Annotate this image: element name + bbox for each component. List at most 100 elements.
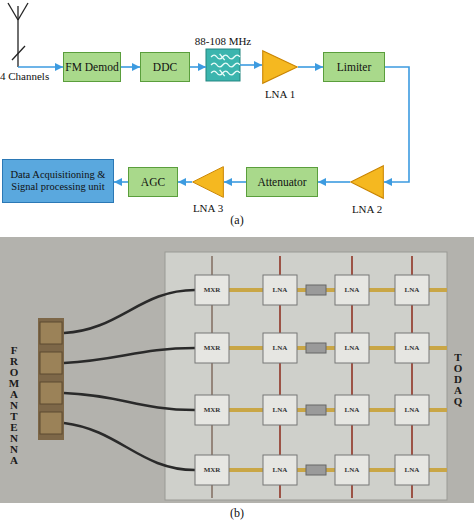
component-label: LNA (405, 406, 420, 414)
filter-stop (220, 70, 225, 76)
component-label: LNA (273, 406, 288, 414)
amplifier-triangle-fill (351, 166, 384, 199)
amplifier-module (335, 395, 369, 425)
metal-plate (165, 252, 447, 500)
bandpass-filter-outline (206, 49, 240, 81)
antenna-arm (8, 3, 18, 20)
antenna-arm (18, 3, 28, 20)
component-label: LNA (345, 344, 360, 352)
process-box: Limiter (323, 52, 385, 82)
connector (40, 352, 62, 374)
mixer-module (195, 275, 229, 305)
coax-cable (64, 393, 195, 410)
amplifier-label: LNA 2 (352, 203, 382, 215)
box-label: Limiter (337, 61, 372, 74)
component-label: LNA (273, 344, 288, 352)
filter-wave (211, 55, 240, 59)
channel-note: 4 Channels (0, 70, 49, 82)
amplifier-module (263, 455, 297, 485)
amplifier-triangle-outline (262, 50, 298, 84)
component-label: LNA (345, 286, 360, 294)
filter-body (206, 49, 240, 81)
component-label: LNA (345, 406, 360, 414)
amplifier-label: LNA 3 (193, 202, 223, 214)
module-boxes (195, 275, 429, 485)
filter-cylinder (306, 405, 326, 415)
signal-wire (18, 66, 63, 68)
coax-cable (64, 290, 195, 333)
connector-block (38, 318, 64, 440)
component-label: LNA (405, 344, 420, 352)
band-label: 88-108 MHz (195, 35, 252, 47)
process-box: Data Acquisitioning & Signal processing … (2, 159, 114, 203)
connector (40, 412, 62, 434)
amplifier-module (395, 455, 429, 485)
port-label: FROM ANTENNA (8, 345, 20, 466)
amplifier-module (335, 275, 369, 305)
filter-cylinder (306, 465, 326, 475)
mixer-module (195, 333, 229, 363)
component-label: LNA (405, 286, 420, 294)
component-label: LNA (273, 466, 288, 474)
filter-wave (211, 63, 240, 67)
filter-cylinder (306, 343, 326, 353)
filter-cylinder (306, 285, 326, 295)
subfigure-label: (a) (230, 213, 243, 228)
component-label: MXR (204, 344, 221, 352)
coax-cable (64, 423, 195, 470)
box-label: DDC (153, 61, 177, 74)
signal-arrow (224, 181, 246, 183)
amplifier-triangle: LNA 1 (262, 50, 298, 84)
mixer-module (195, 395, 229, 425)
signal-arrow (384, 67, 409, 182)
signal-arrow (190, 66, 206, 68)
amplifier-label: LNA 1 (265, 88, 295, 100)
amplifier-module (395, 395, 429, 425)
component-label: MXR (204, 406, 221, 414)
photo-background (0, 237, 474, 503)
antenna-symbol (8, 3, 28, 67)
bus-slash (12, 46, 25, 60)
component-label: MXR (204, 466, 221, 474)
amplifier-triangle-outline (350, 165, 384, 199)
amplifier-module (263, 333, 297, 363)
filter-wave (211, 71, 240, 75)
subfigure-label: (b) (230, 506, 244, 521)
signal-arrow (298, 66, 323, 68)
amplifier-triangle: LNA 3 (192, 166, 224, 198)
mixer-module (195, 455, 229, 485)
rf-chain (229, 285, 447, 475)
antenna-mast (17, 6, 18, 67)
signal-arrow (114, 181, 128, 183)
process-box: DDC (140, 52, 190, 82)
port-label: TO DAQ (452, 352, 464, 407)
amplifier-module (335, 333, 369, 363)
amplifier-triangle-outline (192, 166, 224, 198)
coax-cable (64, 348, 195, 363)
box-label: Attenuator (257, 176, 306, 189)
amplifier-triangle-fill (263, 51, 298, 84)
process-box: Attenuator (246, 167, 318, 197)
component-label: MXR (204, 286, 221, 294)
component-label: LNA (345, 466, 360, 474)
bandpass-filter: 88-108 MHz (206, 49, 240, 81)
process-box: FM Demod (63, 52, 121, 82)
amplifier-module (263, 275, 297, 305)
box-label: Data Acquisitioning & Signal processing … (5, 169, 111, 193)
component-label: LNA (273, 286, 288, 294)
component-label: LNA (405, 466, 420, 474)
connector (40, 322, 62, 344)
signal-arrow (240, 64, 262, 66)
amplifier-module (263, 395, 297, 425)
amplifier-module (335, 455, 369, 485)
connector (40, 382, 62, 404)
signal-arrow (121, 66, 140, 68)
signal-arrow (318, 181, 350, 183)
amplifier-module (395, 333, 429, 363)
box-label: FM Demod (65, 61, 118, 74)
amplifier-triangle-fill (193, 167, 224, 198)
box-label: AGC (141, 176, 165, 189)
filter-stop (220, 54, 225, 60)
amplifier-triangle: LNA 2 (350, 165, 384, 199)
